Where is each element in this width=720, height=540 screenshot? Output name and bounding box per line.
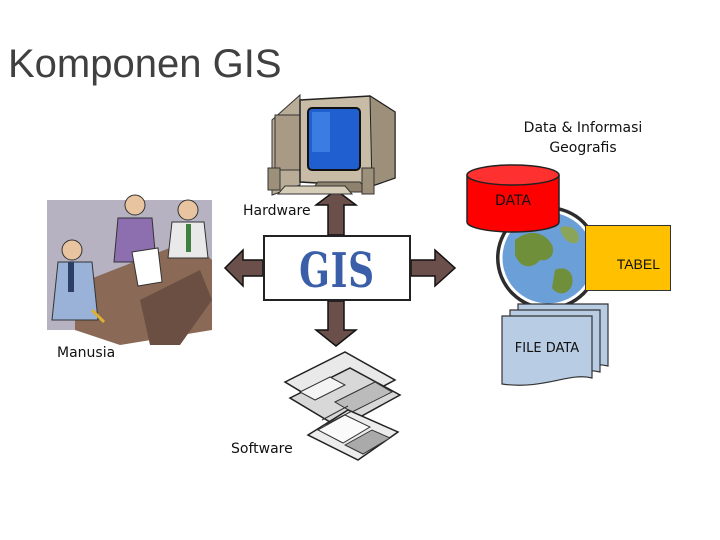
data-cylinder-label: DATA [494,193,532,209]
gis-label: GIS [299,243,375,299]
software-label: Software [231,441,293,457]
gis-center-box: GIS [263,235,411,301]
slide-title: Komponen GIS [8,42,282,86]
arrow-up [313,189,359,236]
hardware-label: Hardware [243,203,311,219]
arrow-right [410,248,457,288]
arrow-left [223,248,264,288]
tabel-label: TABEL [616,256,660,272]
data-cylinder-icon [466,164,560,233]
floppy-disks-icon [283,351,402,461]
file-data-icon [501,303,609,386]
arrow-down [313,300,359,347]
computer-icon [267,93,396,196]
file-data-label: FILE DATA [514,341,580,356]
data-heading-label: Data & Informasi Geografis [523,120,643,156]
meeting-people-icon [47,194,212,345]
tabel-box: TABEL [585,225,671,291]
manusia-label: Manusia [57,345,116,361]
